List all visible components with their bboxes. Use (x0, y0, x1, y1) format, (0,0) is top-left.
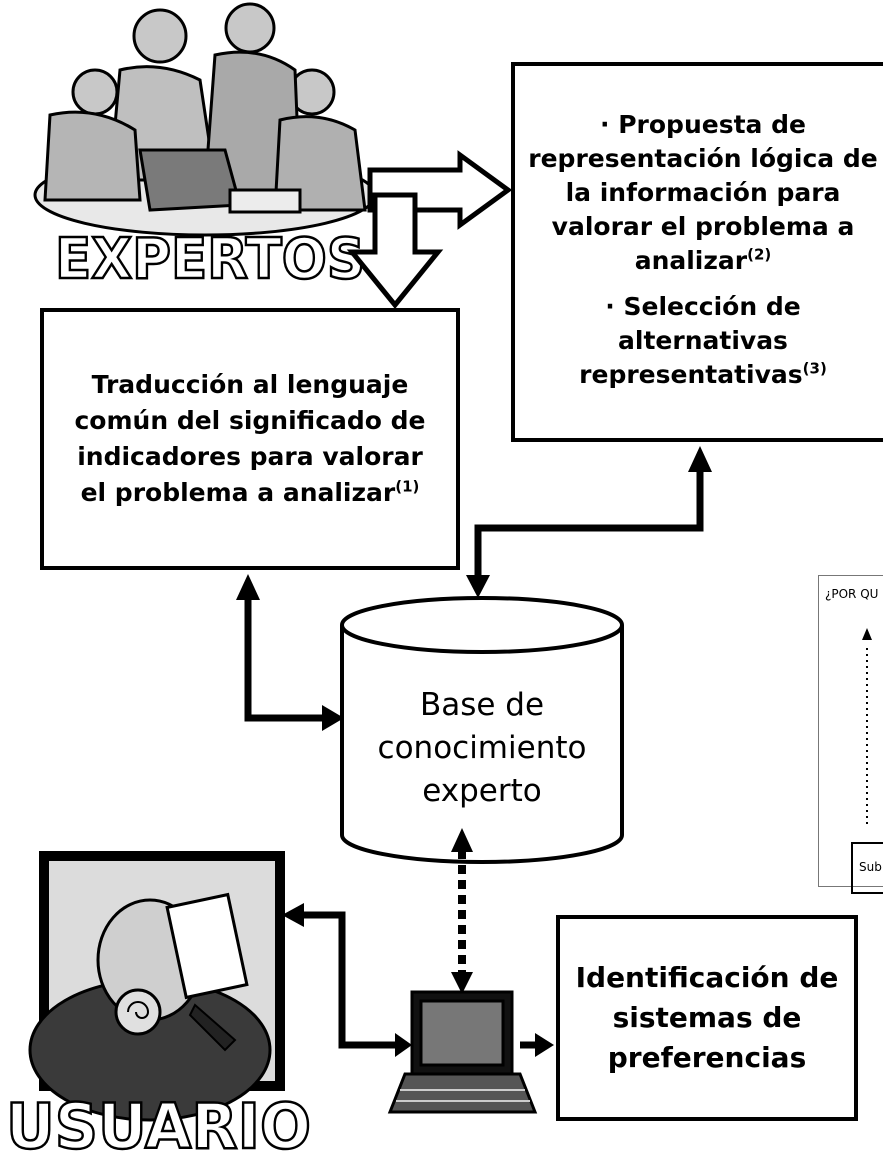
proposal-item-1-text: · Propuesta de representación lógica de … (528, 110, 878, 275)
proposal-item-2-ref: (3) (802, 359, 827, 378)
side-panel-dotted-arrow (862, 628, 872, 828)
translation-ref: (1) (395, 477, 420, 496)
kb-line3: experto (422, 773, 542, 809)
proposals-box: · Propuesta de representación lógica de … (511, 62, 883, 442)
proposal-item-2-text: · Selección de alternativas representati… (579, 292, 803, 389)
side-panel-sub-box: Sub (851, 842, 883, 894)
kb-translation-arrow (244, 600, 325, 722)
proposal-item-2: · Selección de alternativas representati… (523, 290, 883, 392)
computer-identification-arrow (520, 1033, 554, 1057)
kb-line2: conocimiento (378, 730, 587, 766)
identification-text: Identificación de sistemas de preferenci… (575, 961, 839, 1074)
knowledge-base-cylinder (340, 596, 624, 864)
side-panel: ¿POR QU Sub (818, 575, 883, 894)
kb-computer-dotted-arrow (451, 828, 473, 994)
translation-text: Traducción al lenguaje común del signifi… (74, 370, 426, 507)
experts-to-translation-arrow (346, 192, 444, 309)
user-illustration (28, 851, 285, 1122)
proposal-item-1: · Propuesta de representación lógica de … (523, 108, 883, 278)
computer-icon (387, 990, 538, 1114)
proposal-item-1-ref: (2) (747, 245, 772, 264)
side-panel-sub-label: Sub (859, 860, 882, 874)
experts-illustration (33, 2, 377, 237)
kb-proposals-arrow (474, 470, 704, 578)
translation-box: Traducción al lenguaje común del signifi… (40, 308, 460, 570)
identification-box: Identificación de sistemas de preferenci… (556, 915, 858, 1121)
side-panel-question: ¿POR QU (825, 587, 879, 601)
translation-paragraph: Traducción al lenguaje común del signifi… (74, 367, 426, 511)
experts-title: EXPERTOS (55, 227, 365, 292)
kb-line1: Base de (420, 687, 544, 723)
computer-user-arrow (300, 911, 398, 1049)
user-title: USUARIO (6, 1090, 311, 1153)
